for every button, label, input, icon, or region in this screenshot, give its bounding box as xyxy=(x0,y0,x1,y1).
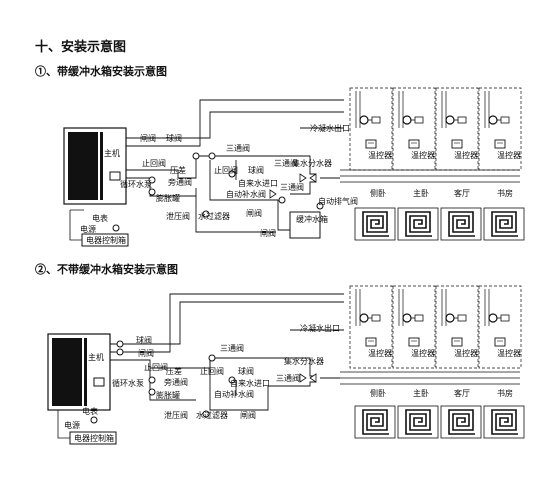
gate-valve-2-label: 闸阀 xyxy=(246,209,262,218)
control-box-label-2: 电器控制箱 xyxy=(74,433,114,443)
ball-valve-2-label: 球阀 xyxy=(248,165,264,175)
thermostat-label-2: 温控器 xyxy=(411,150,435,160)
floor-coil-2 xyxy=(397,207,439,241)
thermostat-label-4: 温控器 xyxy=(497,150,521,160)
condensate-label: 冷凝水出口 xyxy=(310,123,350,133)
diagram2-title: ②、不带缓冲水箱安装示意图 xyxy=(35,263,178,276)
floor-coil-4 xyxy=(483,207,525,241)
pressure-diff-label-2: 压差 xyxy=(166,366,182,376)
heat-pump-host xyxy=(63,127,127,205)
expansion-label-2: 膨胀罐 xyxy=(156,390,180,400)
floor-coil-3 xyxy=(440,207,482,241)
room-label-2-3: 客厅 xyxy=(454,388,470,398)
host-label: 主机 xyxy=(104,148,120,158)
three-way-label: 三通阀 xyxy=(226,143,250,153)
gate-valve-label-2: 闸阀 xyxy=(138,349,154,358)
gate-valve-label: 闸阀 xyxy=(140,134,156,143)
check-valve-2-label: 止回阀 xyxy=(214,165,238,175)
relief-label: 泄压阀 xyxy=(166,211,190,221)
relief-label-2: 泄压阀 xyxy=(164,410,188,420)
ball-valve-2-label-2: 球阀 xyxy=(238,366,254,376)
water-filter-label-2: 水过滤器 xyxy=(196,410,228,420)
three-way-2-label-2: 三通阀 xyxy=(276,373,300,383)
diagram1: 主机 闸阀 球阀 三通阀 止回阀 压差 旁 xyxy=(63,87,525,247)
gate-valve-2-label-2: 闸阀 xyxy=(240,411,256,420)
gate-valve-3-label: 闸阀 xyxy=(260,229,276,238)
circ-pump-label: 循环水泵 xyxy=(120,179,152,189)
room-label-2-4: 书房 xyxy=(497,388,513,398)
ball-valve-label: 球阀 xyxy=(166,133,182,143)
room-label-2-2: 主卧 xyxy=(413,388,429,398)
three-way-label-2: 三通阀 xyxy=(220,343,244,353)
thermostat-label-3: 温控器 xyxy=(454,150,478,160)
check-valve-2-label-2: 止回阀 xyxy=(200,366,224,376)
thermostat-label-2-4: 温控器 xyxy=(497,348,521,358)
room-label-3: 客厅 xyxy=(454,188,470,198)
tap-inlet-label-2: 自来水进口 xyxy=(230,378,270,388)
water-filter-label: 水过滤器 xyxy=(198,211,230,221)
meter-label: 电表 xyxy=(92,213,108,223)
floor-coil-2-4 xyxy=(483,405,525,439)
control-box-label: 电器控制箱 xyxy=(86,235,126,245)
room-label-4: 书房 xyxy=(497,188,513,198)
floor-coil-2-2 xyxy=(397,405,439,439)
tap-inlet-label: 自来水进口 xyxy=(238,178,278,188)
three-way-3-label: 三通阀 xyxy=(280,182,304,192)
three-way-2-label: 三通阀 xyxy=(274,158,298,168)
diagram2: 主机 球阀 闸阀 压差 旁通阀 循环水泵 膨胀罐 止回阀 三通阀 止回阀 球阀 … xyxy=(47,285,525,445)
pressure-diff-label: 压差 xyxy=(170,165,186,175)
auto-refill-label-2: 自动补水阀 xyxy=(214,389,254,399)
auto-vent-label: 自动排气阀 xyxy=(318,196,358,206)
thermostat-label-2-2: 温控器 xyxy=(411,348,435,358)
collector-label: 集水分水器 xyxy=(292,158,332,168)
check-valve-label-2: 止回阀 xyxy=(144,362,168,372)
check-valve-label: 止回阀 xyxy=(142,158,166,168)
room-label-2-1: 侧卧 xyxy=(370,388,386,398)
room-label-1: 侧卧 xyxy=(370,188,386,198)
bypass-valve-label-2: 旁通阀 xyxy=(164,377,188,387)
circ-pump-label-2: 循环水泵 xyxy=(112,378,144,388)
floor-coil-2-3 xyxy=(440,405,482,439)
power-label: 电源 xyxy=(80,224,96,234)
expansion-label: 膨胀罐 xyxy=(156,193,180,203)
diagram1-title: ①、带缓冲水箱安装示意图 xyxy=(35,65,167,78)
thermostat-label-2-1: 温控器 xyxy=(368,348,392,358)
heat-pump-host-2 xyxy=(47,333,111,411)
collector-label-2: 集水分水器 xyxy=(284,356,324,366)
floor-coil-1 xyxy=(354,207,396,241)
buffer-tank-label: 缓冲水箱 xyxy=(296,214,328,224)
page-heading: 十、安装示意图 xyxy=(35,40,127,55)
floor-coil-2-1 xyxy=(354,405,396,439)
bypass-valve-label: 旁通阀 xyxy=(168,177,192,187)
thermostat-label-1: 温控器 xyxy=(368,150,392,160)
ball-valve-label-2: 球阀 xyxy=(136,335,152,345)
auto-refill-label: 自动补水阀 xyxy=(226,189,266,199)
room-label-2: 主卧 xyxy=(413,188,429,198)
condensate-label-2: 冷凝水出口 xyxy=(300,323,340,333)
power-label-2: 电源 xyxy=(64,420,80,430)
meter-label-2: 电表 xyxy=(82,406,98,416)
host-label-2: 主机 xyxy=(88,352,104,362)
thermostat-label-2-3: 温控器 xyxy=(454,348,478,358)
